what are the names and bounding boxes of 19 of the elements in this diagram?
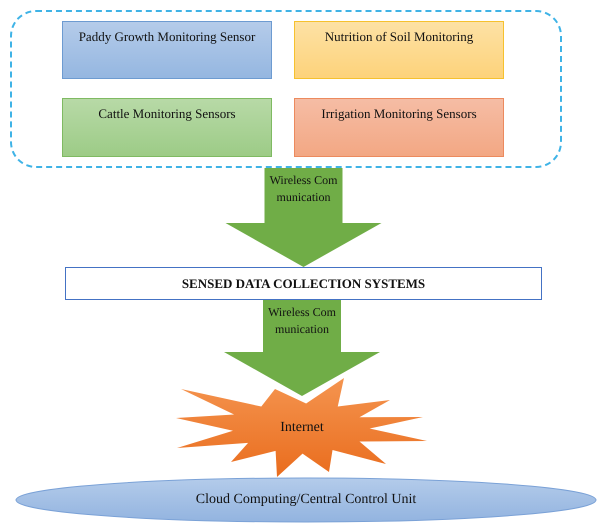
starburst-shape: [176, 378, 428, 477]
dashed-group-border: [10, 10, 562, 168]
node-text: Paddy Growth Monitoring Sensor: [78, 28, 256, 46]
process-box: [65, 267, 542, 300]
sensor-box: [294, 98, 504, 157]
node-text: Internet: [280, 420, 324, 436]
node-text: Irrigation Monitoring Sensors: [321, 105, 477, 123]
block-arrow: [224, 300, 380, 396]
sensor-box: [294, 21, 504, 79]
node-text: SENSED DATA COLLECTION SYSTEMS: [182, 276, 426, 292]
block-arrow: [226, 168, 382, 267]
node-text: Nutrition of Soil Monitoring: [324, 28, 474, 46]
node-text: Cloud Computing/Central Control Unit: [196, 492, 416, 508]
edge-label: Wireless Communication: [268, 172, 338, 206]
sensor-box: [62, 21, 272, 79]
node-text: Cattle Monitoring Sensors: [98, 105, 236, 123]
edge-label: Wireless Communication: [267, 304, 337, 338]
sensor-box: [62, 98, 272, 157]
ellipse-shape: [15, 477, 597, 523]
